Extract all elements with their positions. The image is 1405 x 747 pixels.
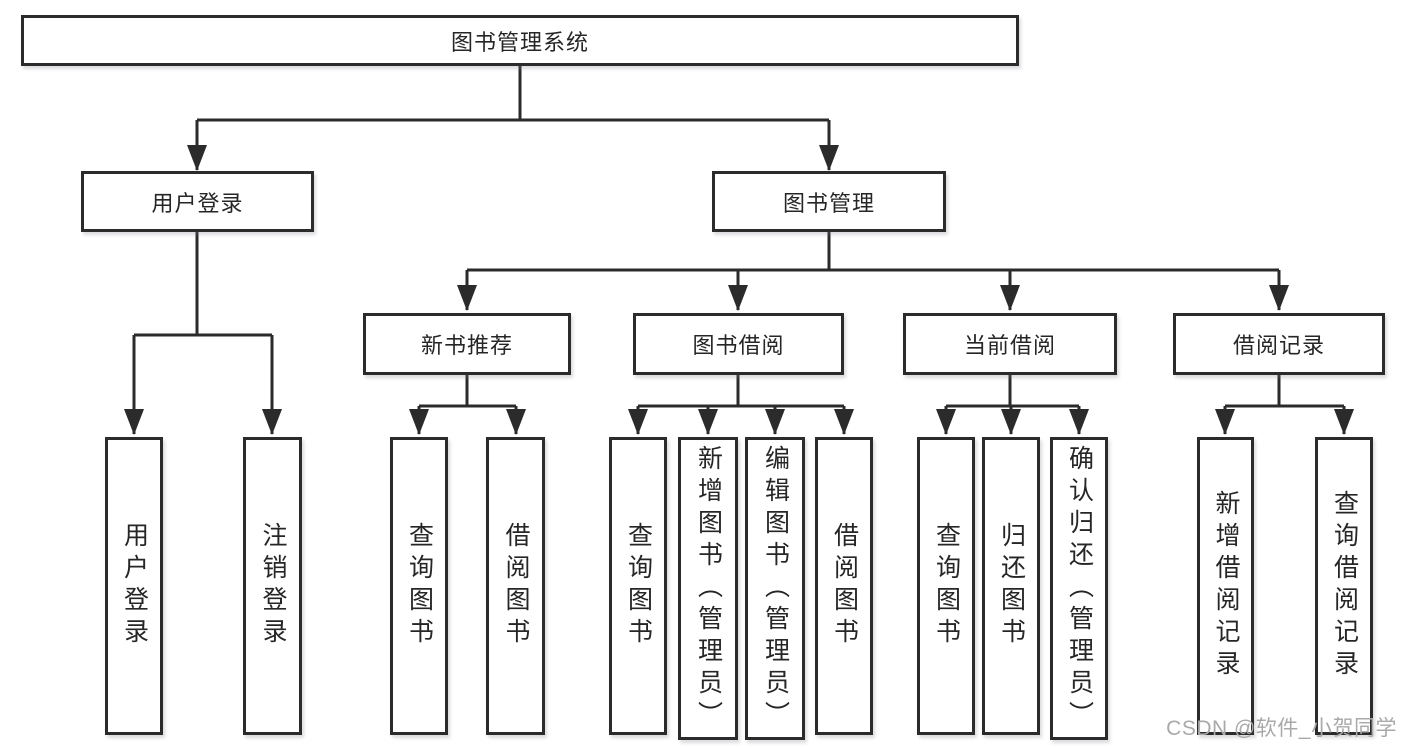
node-borrow-records: 借阅记录	[1173, 313, 1385, 375]
leaf-add-borrow-record: 新增借阅记录	[1197, 437, 1254, 735]
node-root: 图书管理系统	[21, 15, 1019, 66]
node-book-borrow: 图书借阅	[633, 313, 844, 375]
connector-book-borrow-branch	[628, 375, 854, 435]
leaf-logout: 注销登录	[243, 437, 302, 735]
node-user-login: 用户登录	[81, 171, 314, 232]
leaf-query-books-recommend: 查询图书	[390, 437, 448, 735]
leaf-edit-book-admin: 编辑图书（管理员）	[745, 437, 805, 740]
connector-current-borrow-branch	[936, 375, 1089, 435]
connector-root-to-level2	[187, 66, 839, 171]
leaf-borrow-books: 借阅图书	[815, 437, 873, 735]
leaf-query-books-current: 查询图书	[917, 437, 975, 735]
leaf-add-book-admin: 新增图书（管理员）	[678, 437, 738, 740]
leaf-query-borrow-record: 查询借阅记录	[1315, 437, 1373, 735]
connector-book-management-branch	[457, 232, 1289, 311]
connector-user-login-branch	[124, 232, 282, 435]
leaf-confirm-return-admin: 确认归还（管理员）	[1050, 437, 1108, 740]
node-book-management: 图书管理	[712, 171, 946, 232]
leaf-query-books-borrow: 查询图书	[609, 437, 667, 735]
leaf-return-book: 归还图书	[982, 437, 1040, 735]
connector-borrow-records-branch	[1215, 375, 1354, 435]
node-current-borrow: 当前借阅	[903, 313, 1117, 375]
leaf-user-login: 用户登录	[105, 437, 163, 735]
node-new-book-recommend: 新书推荐	[363, 313, 571, 375]
connector-new-book-recommend-branch	[409, 375, 526, 435]
leaf-borrow-books-recommend: 借阅图书	[486, 437, 545, 735]
csdn-watermark: CSDN @软件_小贺同学	[1166, 717, 1397, 740]
